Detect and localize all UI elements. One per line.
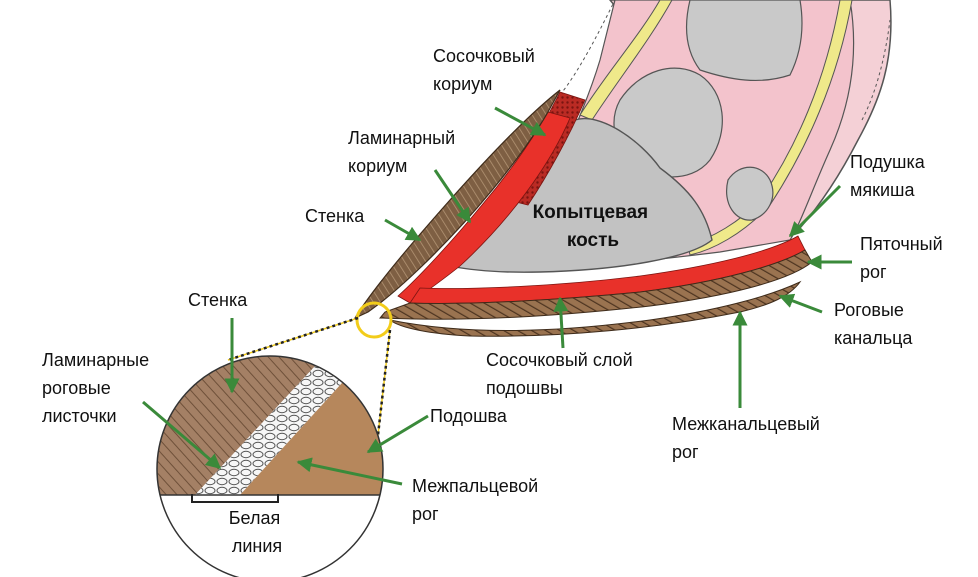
- detail-wall-region: [157, 356, 330, 495]
- label-papillary-corium: Сосочковый кориум: [433, 46, 540, 94]
- hair-left: [559, 0, 616, 96]
- annotation-arrows: [142, 106, 852, 486]
- label-digital-cushion: Подушка мякиша: [850, 152, 930, 200]
- arrow-papillary-corium: [494, 106, 547, 137]
- label-heel-horn: Пяточный рог: [860, 234, 948, 282]
- hair-right: [861, 19, 891, 121]
- label-laminar-corium: Ламинарный кориум: [348, 128, 460, 176]
- label-interdigital-horn: Межпальцевой рог: [412, 476, 543, 524]
- label-wall-main: Стенка: [305, 206, 365, 226]
- pastern-bone: [685, 0, 803, 82]
- arrow-laminar-leaves: [142, 400, 222, 470]
- laminar-corium-band: [397, 111, 571, 304]
- label-white-line: Белая линия: [229, 508, 286, 556]
- white-line-bracket: [191, 494, 279, 503]
- label-laminar-horn-leaves: Ламинарные роговые листочки: [42, 350, 154, 426]
- label-wall-detail: Стенка: [188, 290, 248, 310]
- labels: Сосочковый кориум Ламинарный кориум Стен…: [42, 46, 948, 556]
- arrow-wall-main: [384, 218, 422, 242]
- arrow-horn-tubules: [778, 293, 823, 314]
- arrow-interdigital: [296, 457, 403, 486]
- arrow-sole-detail: [366, 414, 429, 454]
- label-horn-tubules: Роговые канальца: [834, 300, 913, 348]
- label-intertubular-horn: Межканальцевый рог: [672, 414, 825, 462]
- detail-circle-outline: [156, 355, 384, 577]
- label-sole-papillary-layer: Сосочковый слой подошвы: [486, 350, 638, 398]
- arrow-sole-papillary: [553, 296, 569, 349]
- label-coffin-bone: Копытцевая кость: [533, 202, 654, 251]
- sole-horn: [378, 249, 813, 320]
- sesamoid-bone: [726, 166, 774, 221]
- arrow-digital-cushion: [788, 184, 842, 238]
- arrow-laminar-corium: [433, 169, 472, 224]
- toe-highlight-circle: [355, 301, 393, 339]
- label-sole: Подошва: [430, 406, 508, 426]
- detail-white-line-region: [195, 356, 372, 495]
